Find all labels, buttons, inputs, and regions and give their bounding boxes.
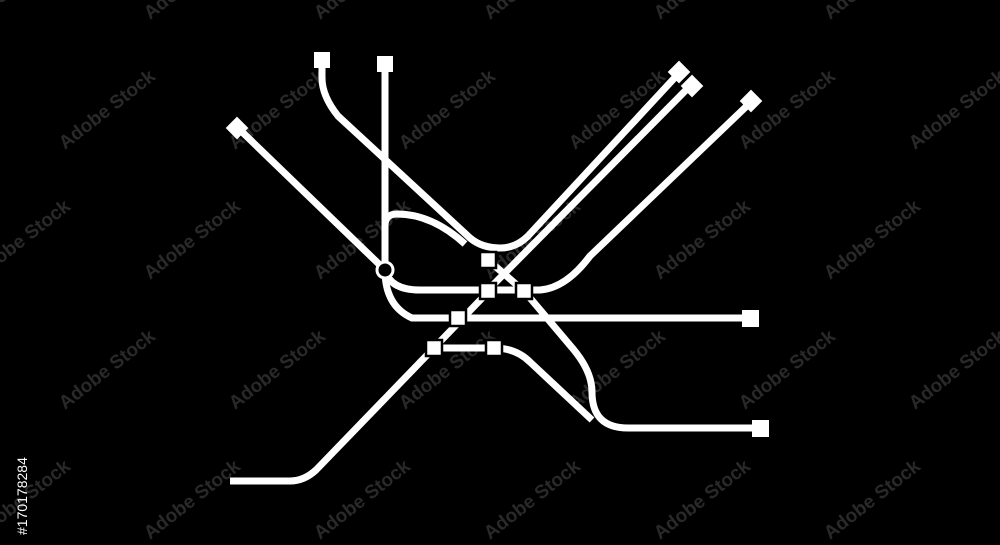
terminal-north-right-icon xyxy=(377,56,393,72)
watermark-text: Adobe Stock xyxy=(55,326,160,414)
watermark-text: Adobe Stock xyxy=(735,326,840,414)
watermark-text: Adobe Stock xyxy=(225,66,330,154)
terminal-northeast-b-icon xyxy=(680,74,704,98)
watermark-text: Adobe Stock xyxy=(310,456,415,544)
line-hub-east-curve xyxy=(381,268,488,294)
stock-id-label: #170178284 xyxy=(14,457,30,535)
station-south-east-icon xyxy=(484,338,504,358)
terminal-north-left-icon xyxy=(314,52,330,68)
interchange-circle-icon xyxy=(375,260,395,280)
watermark-text: Adobe Stock xyxy=(820,456,925,544)
watermark-text: Adobe Stock xyxy=(225,326,330,414)
watermark-text: Adobe Stock xyxy=(140,456,245,544)
line-southwest-diagonal xyxy=(230,289,491,485)
line-northwest-diagonal xyxy=(235,125,386,271)
watermark-text: Adobe Stock xyxy=(820,0,925,24)
watermark-text: Adobe Stock xyxy=(480,456,585,544)
watermark-text: Adobe Stock xyxy=(140,196,245,284)
terminal-east-icon xyxy=(742,310,759,327)
line-parallel-northeast xyxy=(485,83,693,293)
station-south-west-icon xyxy=(424,338,444,358)
watermark-text: Adobe Stock xyxy=(565,326,670,414)
watermark-text: Adobe Stock xyxy=(0,0,75,24)
watermark-text: Adobe Stock xyxy=(480,0,585,24)
watermark-text: Adobe Stock xyxy=(650,196,755,284)
watermark-text: Adobe Stock xyxy=(820,196,925,284)
line-north-branch-curve xyxy=(381,210,468,247)
terminal-northeast-c-icon xyxy=(739,89,763,113)
watermark-text: Adobe Stock xyxy=(650,0,755,24)
watermark-text: Adobe Stock xyxy=(905,66,1000,154)
station-central-icon xyxy=(478,281,498,301)
watermark-text: Adobe Stock xyxy=(905,326,1000,414)
stock-id-text: #170178284 xyxy=(14,457,30,535)
station-middle-icon xyxy=(448,308,468,328)
station-central-east-icon xyxy=(514,281,534,301)
watermark-text: Adobe Stock xyxy=(395,66,500,154)
line-north-loop-to-northeast xyxy=(318,60,683,252)
station-north-hub-icon xyxy=(478,250,498,270)
watermark-text: Adobe Stock xyxy=(55,66,160,154)
line-east-northeast xyxy=(488,98,755,294)
watermark-text: Adobe Stock xyxy=(140,0,245,24)
transit-lines xyxy=(230,60,760,485)
stations xyxy=(375,250,534,358)
line-hub-south-curve xyxy=(381,269,458,322)
watermark-text: Adobe Stock xyxy=(310,0,415,24)
terminal-southeast-icon xyxy=(752,420,769,437)
line-southeast-curve xyxy=(522,289,760,432)
watermark-text: Adobe Stock xyxy=(650,456,755,544)
watermark-text: Adobe Stock xyxy=(0,196,75,284)
